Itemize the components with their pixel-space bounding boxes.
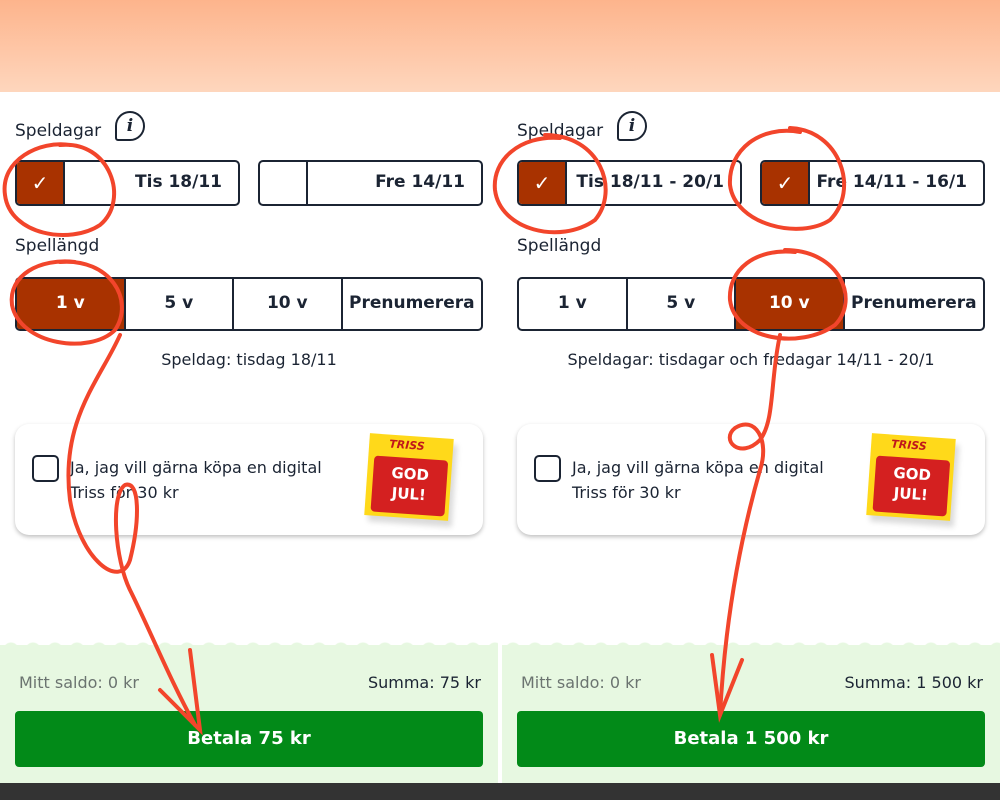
checkout-footer: Mitt saldo: 0 kr Summa: 1 500 kr Betala … <box>502 640 1000 783</box>
info-icon[interactable]: i <box>115 111 145 141</box>
total: Summa: 75 kr <box>367 673 481 692</box>
day-option[interactable]: ✓ Fre 14/11 - 16/1 <box>760 160 985 206</box>
duration-option[interactable]: 1 v <box>17 279 126 329</box>
triss-offer-text: Ja, jag vill gärna köpa en digital Triss… <box>70 458 322 502</box>
triss-offer-text: Ja, jag vill gärna köpa en digital Triss… <box>572 458 824 502</box>
day-checkbox[interactable] <box>260 162 308 204</box>
speldagar-label: Speldagar <box>517 121 604 141</box>
duration-option[interactable]: 1 v <box>519 279 628 329</box>
balance: Mitt saldo: 0 kr <box>19 673 139 692</box>
info-icon[interactable]: i <box>617 111 647 141</box>
triss-checkbox[interactable] <box>534 455 561 482</box>
day-label: Tis 18/11 <box>135 172 222 192</box>
panel-right: Speldagar i ✓ Tis 18/11 - 20/1 ✓ Fre 14/… <box>502 92 1000 800</box>
ticket-text: GOD JUL! <box>872 455 951 517</box>
duration-option[interactable]: 10 v <box>234 279 343 329</box>
balance: Mitt saldo: 0 kr <box>521 673 641 692</box>
check-icon: ✓ <box>533 171 551 195</box>
duration-option[interactable]: Prenumerera <box>348 293 475 313</box>
play-days-description: Speldag: tisdag 18/11 <box>161 350 337 369</box>
checkout-footer: Mitt saldo: 0 kr Summa: 75 kr Betala 75 … <box>0 640 498 783</box>
triss-ticket-image: TRISS GOD JUL! <box>364 433 454 521</box>
duration-option[interactable]: 10 v <box>736 279 845 329</box>
duration-option[interactable]: 5 v <box>628 279 737 329</box>
triss-ticket-image: TRISS GOD JUL! <box>866 433 956 521</box>
bottom-bar <box>0 783 1000 800</box>
spellangd-label: Spellängd <box>15 236 100 256</box>
day-option[interactable]: Fre 14/11 <box>258 160 483 206</box>
total: Summa: 1 500 kr <box>844 673 983 692</box>
panel-left: Speldagar i ✓ Tis 18/11 Fre 14/11 Spellä… <box>0 92 498 800</box>
top-banner <box>0 0 1000 92</box>
day-option[interactable]: ✓ Tis 18/11 - 20/1 <box>517 160 742 206</box>
spellangd-label: Spellängd <box>517 236 602 256</box>
day-label: Fre 14/11 - 16/1 <box>816 172 967 192</box>
day-label: Fre 14/11 <box>375 172 465 192</box>
duration-option[interactable]: 5 v <box>126 279 235 329</box>
play-days-description: Speldagar: tisdagar och fredagar 14/11 -… <box>567 350 935 369</box>
pay-button[interactable]: Betala 1 500 kr <box>517 711 985 767</box>
triss-offer-card: Ja, jag vill gärna köpa en digital Triss… <box>517 424 985 535</box>
check-icon: ✓ <box>31 171 49 195</box>
ticket-text: GOD JUL! <box>370 455 449 517</box>
triss-logo: TRISS <box>388 437 426 454</box>
day-checkbox[interactable]: ✓ <box>762 162 810 204</box>
triss-logo: TRISS <box>890 437 928 454</box>
day-label: Tis 18/11 - 20/1 <box>576 172 724 192</box>
check-icon: ✓ <box>776 171 794 195</box>
triss-offer-card: Ja, jag vill gärna köpa en digital Triss… <box>15 424 483 535</box>
day-checkbox[interactable]: ✓ <box>17 162 65 204</box>
speldagar-label: Speldagar <box>15 121 102 141</box>
pay-button[interactable]: Betala 75 kr <box>15 711 483 767</box>
day-checkbox[interactable]: ✓ <box>519 162 567 204</box>
triss-checkbox[interactable] <box>32 455 59 482</box>
day-option[interactable]: ✓ Tis 18/11 <box>15 160 240 206</box>
duration-option[interactable]: Prenumerera <box>850 293 977 313</box>
